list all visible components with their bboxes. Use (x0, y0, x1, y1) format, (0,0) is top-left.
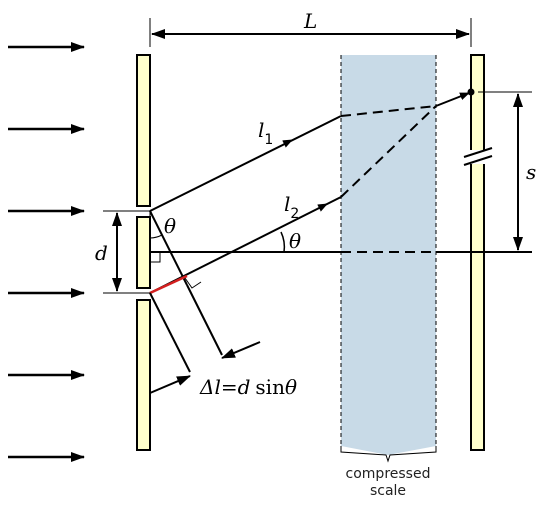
right-angle-marker (150, 252, 161, 263)
axis-break-mark (463, 147, 493, 158)
barrier-middle-segment (136, 216, 151, 289)
fringe-offset-s-dimension (478, 91, 532, 251)
compressed-scale-caption-line2: scale (370, 483, 406, 499)
label-L: L (303, 9, 317, 33)
incoming-wave-arrows (8, 42, 85, 462)
compressed-scale-caption-line1: compressed (346, 466, 431, 482)
compressed-scale-band (340, 55, 437, 463)
distance-L-dimension (149, 18, 472, 47)
axis-break-mark (463, 155, 493, 166)
label-l2: l2 (284, 192, 299, 222)
fringe-point (467, 88, 475, 96)
slit-barrier (136, 54, 151, 451)
ray-l1 (149, 92, 470, 212)
path-difference-construction (149, 210, 261, 394)
label-theta-axis: θ (289, 229, 301, 253)
label-l1: l1 (258, 118, 273, 148)
screen (463, 54, 493, 451)
angle-arc-axis (280, 231, 286, 253)
right-angle-marker (184, 277, 202, 289)
barrier-bottom-segment (136, 299, 151, 451)
angle-arc-slit (149, 234, 163, 239)
barrier-top-segment (136, 54, 151, 207)
label-s: s (526, 160, 536, 184)
label-theta-slit: θ (164, 214, 176, 238)
path-difference-segment (149, 274, 188, 295)
slit-separation-d-dimension (103, 210, 150, 294)
label-d: d (95, 241, 108, 265)
